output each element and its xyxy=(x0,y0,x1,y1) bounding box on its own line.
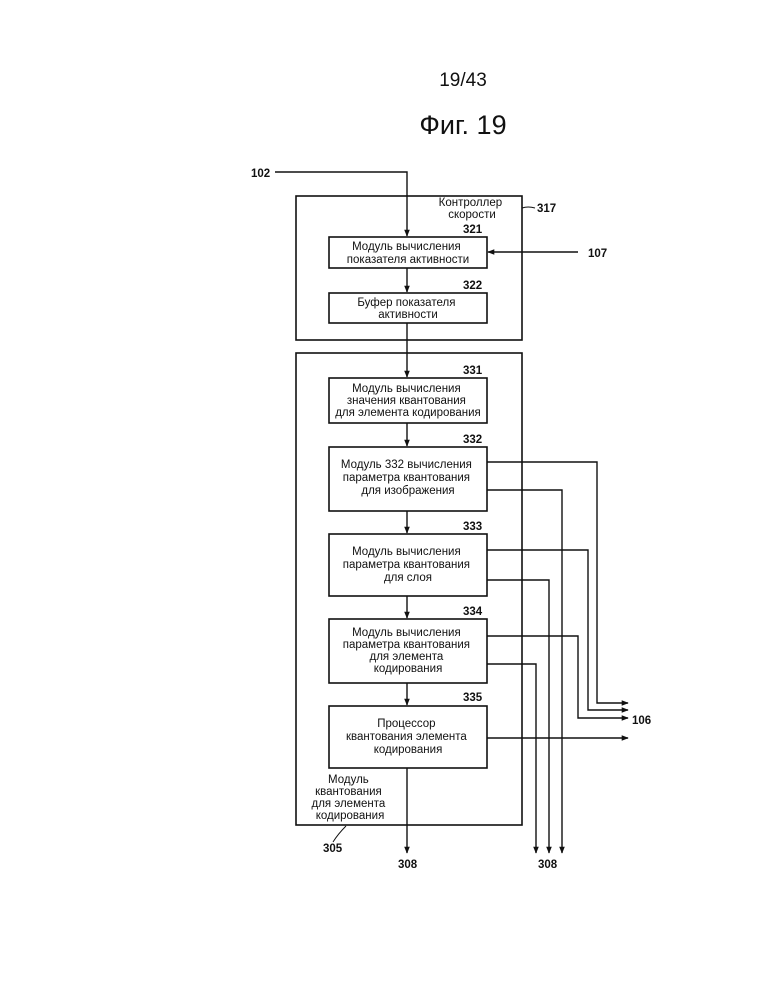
ref-321: 321 xyxy=(463,224,483,236)
page-number: 19/43 xyxy=(439,70,487,91)
ref-332: 332 xyxy=(463,434,482,446)
leader-317 xyxy=(522,207,535,208)
ref-308-left: 308 xyxy=(398,859,418,871)
input-102-line xyxy=(275,172,407,236)
ref-335: 335 xyxy=(463,692,483,704)
ref-322: 322 xyxy=(463,280,482,292)
ref-334: 334 xyxy=(463,606,483,618)
out-332-a xyxy=(487,462,628,703)
out-333-b xyxy=(487,580,549,853)
leader-305 xyxy=(333,826,346,842)
ref-107: 107 xyxy=(588,248,607,260)
ref-317: 317 xyxy=(537,203,556,215)
ref-308-right: 308 xyxy=(538,859,558,871)
ref-331: 331 xyxy=(463,365,483,377)
quantizer-label: Модуль квантования для элемента кодирова… xyxy=(312,774,389,822)
ref-333: 333 xyxy=(463,521,482,533)
figure-title: Фиг. 19 xyxy=(419,110,506,140)
ref-106: 106 xyxy=(632,715,651,727)
ref-102: 102 xyxy=(251,168,270,180)
rate-controller-label: Контроллер скорости xyxy=(439,197,506,221)
out-334-a xyxy=(487,636,628,718)
cu-quant-value-label: Модуль вычисления значения квантования д… xyxy=(335,383,481,419)
out-332-b xyxy=(487,490,562,853)
out-333-a xyxy=(487,550,628,710)
activity-calc-label: Модуль вычисления показателя активности xyxy=(347,241,469,266)
ref-305: 305 xyxy=(323,843,343,855)
